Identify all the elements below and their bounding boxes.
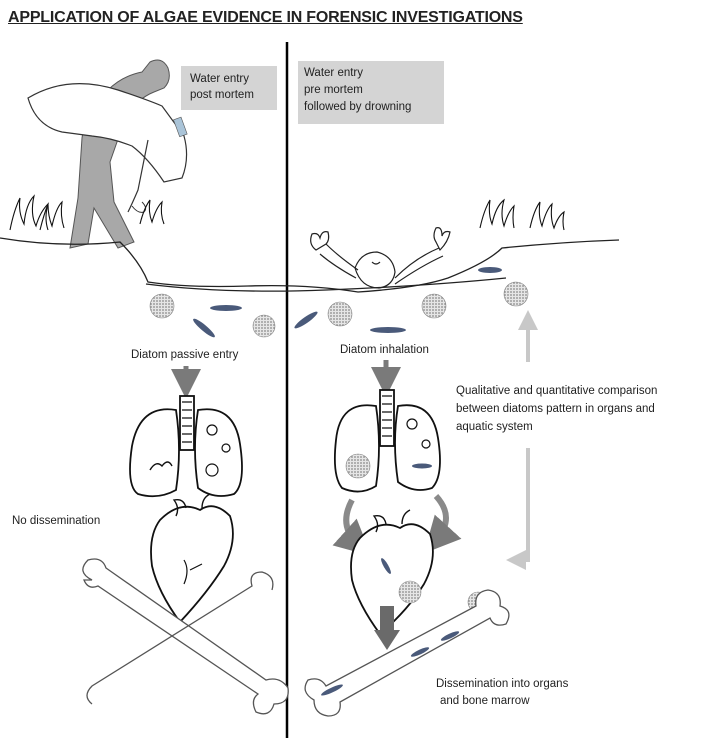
diatom-centric bbox=[253, 315, 275, 337]
comparison-line2: between diatoms pattern in organs and bbox=[456, 402, 655, 417]
passive-entry-label: Diatom passive entry bbox=[131, 348, 238, 363]
post-mortem-line2: post mortem bbox=[190, 88, 254, 103]
person-carrying-body-illustration bbox=[28, 60, 187, 248]
diatom-centric bbox=[399, 581, 421, 603]
right-lungs bbox=[335, 390, 440, 492]
pre-mortem-line2: pre mortem bbox=[304, 83, 363, 98]
dissemination-arrow-head bbox=[374, 630, 400, 650]
curved-arrow-left bbox=[346, 500, 358, 544]
diatom-pennate bbox=[191, 317, 216, 340]
left-heart bbox=[151, 494, 233, 622]
pre-mortem-line3: followed by drowning bbox=[304, 100, 411, 115]
diatom-centric bbox=[328, 302, 352, 326]
diatom-centric bbox=[346, 454, 370, 478]
inhalation-label: Diatom inhalation bbox=[340, 343, 429, 358]
diatom-pennate bbox=[210, 305, 242, 311]
grass-right bbox=[480, 200, 564, 230]
dissemination-line2: and bone marrow bbox=[440, 694, 530, 709]
curved-arrow-right bbox=[436, 496, 446, 540]
diatom-pennate bbox=[293, 310, 319, 331]
post-mortem-line1: Water entry bbox=[190, 72, 249, 87]
comparison-line3: aquatic system bbox=[456, 420, 533, 435]
diatom-centric bbox=[422, 294, 446, 318]
left-lungs bbox=[130, 396, 242, 496]
dissemination-line1: Dissemination into organs bbox=[436, 677, 568, 692]
diatom-pennate bbox=[370, 327, 406, 333]
dissemination-arrow-shaft bbox=[380, 606, 394, 632]
diatom-centric bbox=[150, 294, 174, 318]
diatom-centric bbox=[504, 282, 528, 306]
diatom-pennate bbox=[478, 267, 502, 273]
comparison-line1: Qualitative and quantitative comparison bbox=[456, 384, 657, 399]
no-dissemination-label: No dissemination bbox=[12, 514, 100, 529]
water-shoreline bbox=[0, 238, 619, 292]
drowning-person-illustration bbox=[311, 228, 450, 288]
diatom-pennate bbox=[412, 464, 432, 469]
water-diatoms bbox=[150, 267, 528, 339]
pre-mortem-line1: Water entry bbox=[304, 66, 363, 81]
comparison-arrow-down bbox=[516, 448, 528, 560]
